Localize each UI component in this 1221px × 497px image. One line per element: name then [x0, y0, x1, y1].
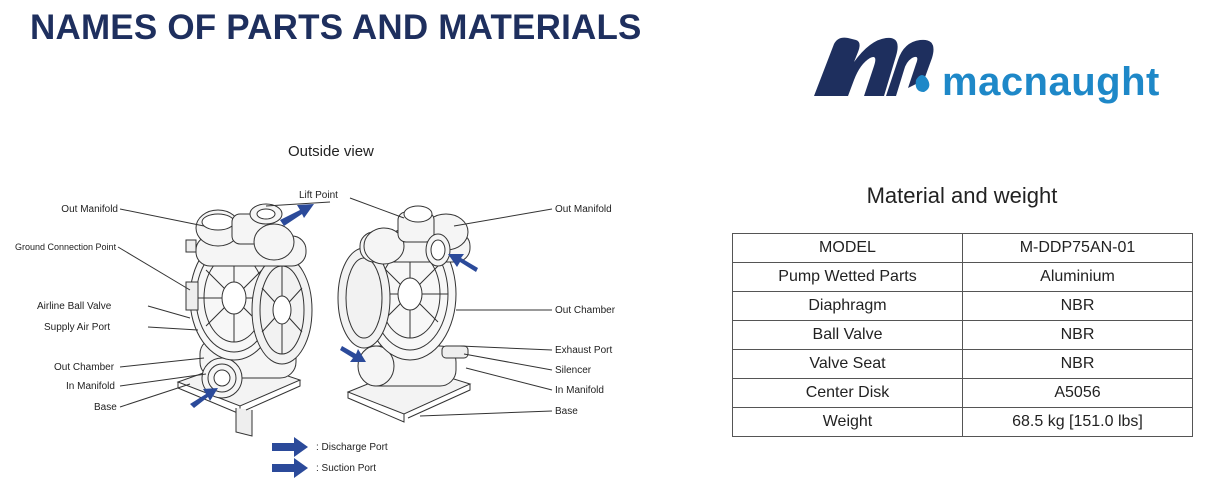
legend-suction-port: : Suction Port: [316, 463, 377, 474]
legend-suction-arrow-icon: [272, 458, 308, 478]
materials-title: Material and weight: [866, 183, 1058, 208]
table-row: Valve Seat NBR: [732, 349, 1193, 379]
page-title: NAMES OF PARTS AND MATERIALS: [30, 8, 642, 47]
label-exhaust-port: Exhaust Port: [555, 345, 613, 356]
suction-arrow-right: [340, 346, 366, 362]
brand-wordmark: macnaught: [942, 60, 1160, 104]
left-leader-lines: [117, 208, 207, 408]
right-leader-lines: [419, 208, 553, 417]
table-cell-key: Ball Valve: [732, 320, 963, 350]
table-cell-key: MODEL: [732, 233, 963, 263]
table-cell-key: Diaphragm: [732, 291, 963, 321]
discharge-arrow-right: [448, 254, 478, 272]
suction-arrow-left: [190, 388, 218, 408]
table-cell-key: Valve Seat: [732, 349, 963, 379]
table-cell-value: 68.5 kg [151.0 lbs]: [962, 407, 1193, 437]
pump-diagram: Out Manifold Ground Connection Point Air…: [0, 170, 660, 497]
table-cell-value: Aluminium: [962, 262, 1193, 292]
right-pump: [337, 205, 472, 423]
table-row: Ball Valve NBR: [732, 320, 1193, 350]
label-out-manifold-left: Out Manifold: [61, 204, 118, 215]
flow-arrows: [190, 204, 478, 478]
label-silencer: Silencer: [555, 365, 592, 376]
table-row: Diaphragm NBR: [732, 291, 1193, 321]
table-cell-value: A5056: [962, 378, 1193, 408]
label-ground-connection-point: Ground Connection Point: [15, 242, 117, 252]
label-out-chamber-left: Out Chamber: [54, 362, 115, 373]
label-in-manifold-left: In Manifold: [66, 381, 115, 392]
table-cell-key: Center Disk: [732, 378, 963, 408]
table-row: Center Disk A5056: [732, 378, 1193, 408]
label-lift-point: Lift Point: [299, 190, 338, 201]
left-pump: [176, 203, 313, 437]
label-out-chamber-right: Out Chamber: [555, 305, 616, 316]
outside-view-title: Outside view: [288, 143, 374, 160]
table-cell-key: Weight: [732, 407, 963, 437]
legend-discharge-port: : Discharge Port: [316, 442, 388, 453]
table-row: Weight 68.5 kg [151.0 lbs]: [732, 407, 1193, 437]
table-cell-value: NBR: [962, 320, 1193, 350]
discharge-arrow-left: [280, 204, 314, 226]
label-base-left: Base: [94, 402, 117, 413]
macnaught-logo: macnaught: [812, 30, 1160, 110]
legend-discharge-arrow-icon: [272, 437, 308, 457]
table-row: MODEL M-DDP75AN-01: [732, 233, 1193, 263]
label-airline-ball-valve: Airline Ball Valve: [37, 301, 112, 312]
table-cell-key: Pump Wetted Parts: [732, 262, 963, 292]
table-cell-value: NBR: [962, 349, 1193, 379]
materials-table: MODEL M-DDP75AN-01 Pump Wetted Parts Alu…: [732, 233, 1193, 437]
label-base-right: Base: [555, 406, 578, 417]
logo-m-icon: [814, 37, 934, 96]
table-cell-value: NBR: [962, 291, 1193, 321]
table-cell-value: M-DDP75AN-01: [962, 233, 1193, 263]
pump-drawing: [117, 197, 553, 478]
table-row: Pump Wetted Parts Aluminium: [732, 262, 1193, 292]
label-out-manifold-right: Out Manifold: [555, 204, 612, 215]
label-in-manifold-right: In Manifold: [555, 385, 604, 396]
label-supply-air-port: Supply Air Port: [44, 322, 111, 333]
